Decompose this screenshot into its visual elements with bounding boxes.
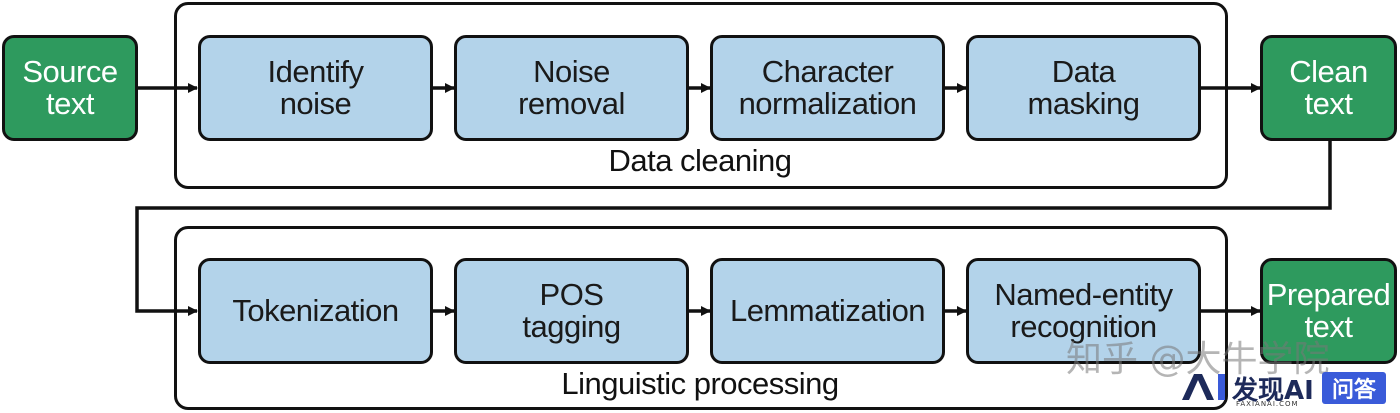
lemmatization-step: Lemmatization <box>710 258 945 364</box>
tokenization-step: Tokenization <box>198 258 433 364</box>
source-text-node: Source text <box>2 35 138 141</box>
arrow-clean-text-to-tokenization <box>135 141 1332 316</box>
faxianai-domain: FAXIANAI.COM <box>1236 400 1299 408</box>
faxianai-brand: 发现AI <box>1232 376 1314 406</box>
data-masking-step: Data masking <box>966 35 1201 141</box>
prepared-text-node: Prepared text <box>1260 258 1397 364</box>
data-cleaning-label: Data cleaning <box>608 143 792 178</box>
character-normalization-step: Character normalization <box>710 35 945 141</box>
pos-tagging-step: POS tagging <box>454 258 689 364</box>
zhihu-watermark: 知乎 @大牛学院 <box>1066 339 1330 380</box>
qa-badge: 问答 <box>1322 372 1386 404</box>
faxianai-logo-icon <box>1182 374 1225 400</box>
identify-noise-step: Identify noise <box>198 35 433 141</box>
named-entity-recognition-step: Named-entity recognition <box>966 258 1201 364</box>
clean-text-node: Clean text <box>1260 35 1397 141</box>
data-cleaning-group <box>174 2 1228 189</box>
noise-removal-step: Noise removal <box>454 35 689 141</box>
linguistic-processing-label: Linguistic processing <box>561 366 839 401</box>
linguistic-processing-group <box>174 226 1228 410</box>
